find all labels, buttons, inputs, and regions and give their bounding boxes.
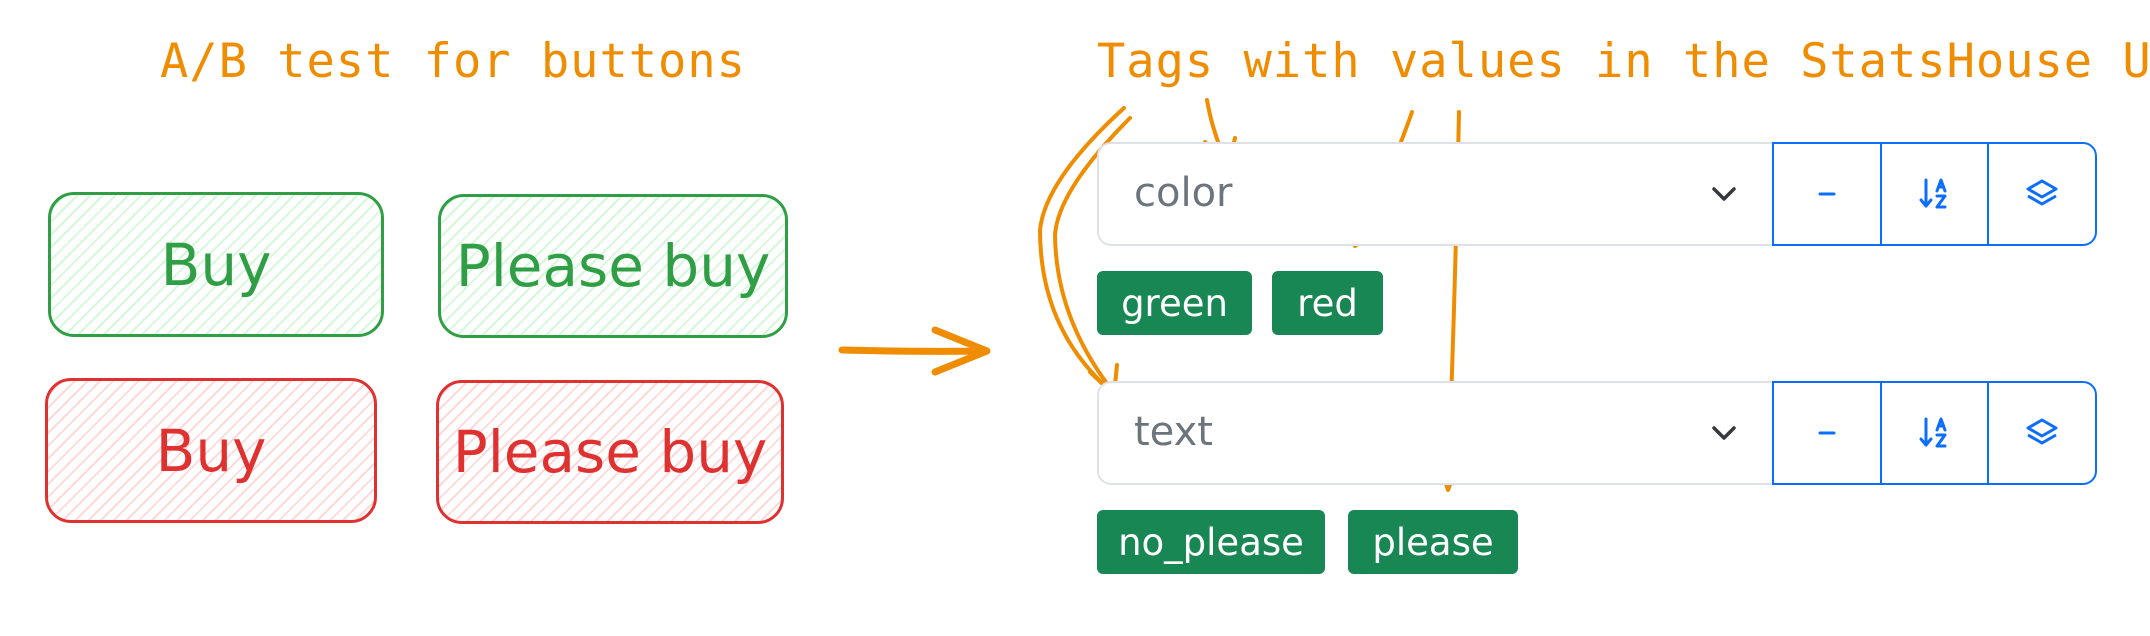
select-label: text (1134, 409, 1213, 455)
tag-value-red[interactable]: red (1272, 271, 1383, 335)
right-title: Tags with values in the StatsHouse UI (1097, 34, 2150, 89)
group-by-button[interactable] (1987, 144, 2095, 244)
tag-actions-group (1772, 142, 2097, 246)
negate-button[interactable] (1774, 144, 1880, 244)
tag-value-please[interactable]: please (1348, 510, 1518, 574)
tag-value-green[interactable]: green (1097, 271, 1252, 335)
tag-actions-group (1772, 381, 2097, 485)
tag-select-color[interactable]: color (1097, 142, 1772, 246)
sort-button[interactable] (1879, 144, 1988, 244)
buy-button-green: Buy (48, 192, 384, 337)
minus-icon (1818, 431, 1836, 435)
chevron-down-icon (1712, 187, 1736, 201)
sort-az-icon (1919, 178, 1946, 209)
chevron-down-icon (1712, 426, 1736, 440)
select-label: color (1134, 170, 1233, 216)
arrow-to-text (1038, 106, 1126, 394)
please-buy-button-red: Please buy (436, 380, 784, 524)
tag-select-text[interactable]: text (1097, 381, 1772, 485)
transition-arrow-head (931, 326, 991, 376)
sort-button[interactable] (1879, 383, 1988, 483)
tag-value-no-please[interactable]: no_please (1097, 510, 1325, 574)
group-by-button[interactable] (1987, 383, 2095, 483)
buy-button-red: Buy (45, 378, 377, 523)
layers-icon (2026, 179, 2058, 206)
please-buy-button-green: Please buy (438, 194, 788, 338)
left-title: A/B test for buttons (160, 34, 746, 89)
transition-arrow (838, 346, 989, 355)
minus-icon (1818, 192, 1836, 196)
sort-az-icon (1919, 417, 1946, 448)
tag-filter-row-text: text (1097, 381, 2097, 485)
tag-filter-row-color: color (1097, 142, 2097, 246)
negate-button[interactable] (1774, 383, 1880, 483)
arrow-to-text-b (1053, 116, 1132, 396)
layers-icon (2026, 418, 2058, 445)
